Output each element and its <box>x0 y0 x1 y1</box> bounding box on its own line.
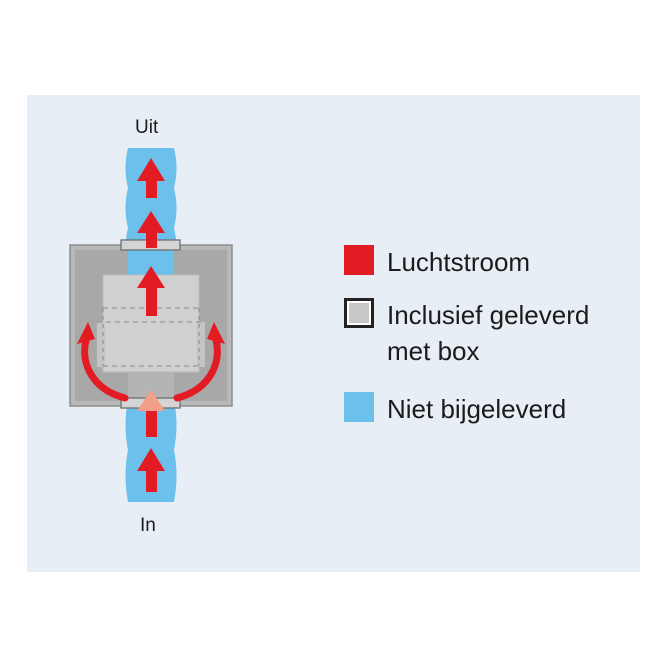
legend-item-airflow: Luchtstroom <box>344 244 637 280</box>
fan-housing-side-left <box>97 322 105 367</box>
legend-item-not-supplied: Niet bijgeleverd <box>344 391 637 427</box>
legend-label-not-supplied: Niet bijgeleverd <box>387 394 567 424</box>
airflow-arrow <box>146 411 157 437</box>
legend-label-airflow: Luchtstroom <box>387 247 531 277</box>
legend-swatch-included <box>344 298 374 328</box>
curved-arrow-left-head <box>77 322 95 344</box>
airflow-arrow <box>137 448 165 492</box>
airflow-arrow <box>137 266 165 316</box>
legend-label-included: Inclusief geleverd met box <box>387 300 590 366</box>
airflow-arrow <box>137 211 165 248</box>
inlet-label: In <box>140 515 156 536</box>
curved-arrow-left <box>81 336 129 402</box>
curved-arrow-right <box>173 336 221 402</box>
outlet-label: Uit <box>135 117 159 138</box>
legend-item-included: Inclusief geleverd met box <box>344 297 637 369</box>
fan-housing-side-right <box>197 322 205 367</box>
airflow-arrow <box>137 158 165 198</box>
curved-arrow-right-head <box>207 322 225 344</box>
legend-swatch-airflow <box>344 245 374 275</box>
legend-swatch-not-supplied <box>344 392 374 422</box>
